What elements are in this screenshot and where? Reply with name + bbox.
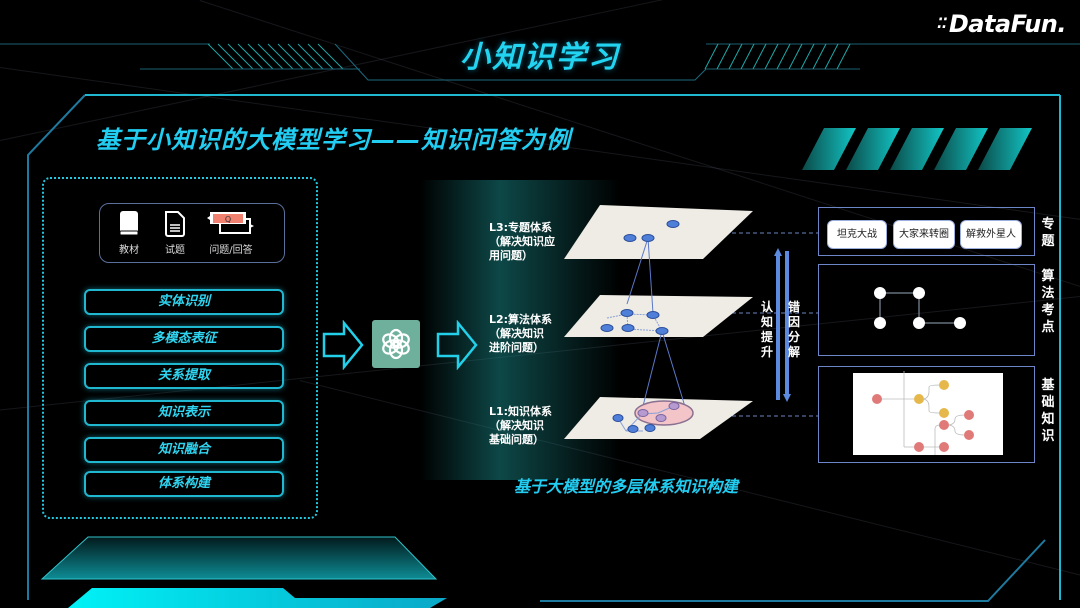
knowledge-tree-thumbnail bbox=[847, 371, 1005, 457]
diagram-caption: 基于大模型的多层体系知识构建 bbox=[514, 477, 739, 496]
qa-icon: Q bbox=[207, 212, 254, 234]
source-label: 教材 bbox=[119, 245, 139, 256]
topic-tag: 解救外星人 bbox=[961, 221, 1021, 248]
algorithm-graph bbox=[874, 287, 966, 329]
logo-dots-icon: ⁚⁚ bbox=[937, 16, 947, 32]
layer-label-l3: L3:专题体系（解决知识应用问题） bbox=[489, 221, 555, 262]
slide-title: 小知识学习 bbox=[460, 40, 620, 75]
step-knowledge-fusion: 知识融合 bbox=[84, 437, 284, 463]
source-item-exam: 试题 bbox=[150, 210, 200, 256]
arrow-right-icon bbox=[322, 320, 364, 370]
algorithms-box bbox=[818, 264, 1035, 356]
document-icon bbox=[165, 211, 185, 237]
topic-tag: 大家来转圈 bbox=[894, 221, 954, 248]
bottom-plate-decoration bbox=[40, 536, 447, 608]
sources-box: 教材 试题 Q 问题/回答 bbox=[99, 203, 285, 263]
step-knowledge-representation: 知识表示 bbox=[84, 400, 284, 426]
source-label: 问题/回答 bbox=[209, 245, 253, 256]
datafun-logo: ⁚⁚DataFun. bbox=[937, 10, 1066, 38]
error-decomposition-label: 错因分解 bbox=[787, 300, 800, 359]
step-multimodal-representation: 多模态表征 bbox=[84, 326, 284, 352]
stripe-decoration bbox=[802, 128, 1032, 170]
topics-label: 专题 bbox=[1041, 217, 1055, 249]
source-label: 试题 bbox=[165, 245, 185, 256]
layer-label-l1: L1:知识体系（解决知识基础问题） bbox=[489, 405, 553, 446]
step-entity-recognition: 实体识别 bbox=[84, 289, 284, 315]
slide-subtitle: 基于小知识的大模型学习——知识问答为例 bbox=[96, 126, 571, 154]
vertical-arrows bbox=[774, 248, 791, 402]
cognitive-upgrade-label: 认知提升 bbox=[760, 300, 773, 359]
plane-l3 bbox=[564, 205, 753, 259]
arrow-up-icon bbox=[774, 248, 782, 256]
svg-text:Q: Q bbox=[225, 215, 231, 224]
arrow-down-icon bbox=[783, 394, 791, 402]
book-icon bbox=[119, 211, 139, 236]
chatgpt-logo-icon bbox=[372, 320, 420, 368]
topics-box: 坦克大战 大家来转圈 解救外星人 bbox=[818, 207, 1035, 256]
step-relation-extraction: 关系提取 bbox=[84, 363, 284, 389]
source-item-textbook: 教材 bbox=[104, 210, 154, 256]
source-item-qa: Q 问题/回答 bbox=[200, 210, 262, 256]
algorithms-label: 算法考点 bbox=[1041, 269, 1055, 335]
step-system-construction: 体系构建 bbox=[84, 471, 284, 497]
logo-text: DataFun. bbox=[948, 10, 1067, 38]
topic-tag: 坦克大战 bbox=[828, 221, 886, 248]
basics-label: 基础知识 bbox=[1041, 378, 1055, 444]
layer-label-l2: L2:算法体系（解决知识进阶问题） bbox=[489, 313, 553, 354]
basics-box bbox=[818, 366, 1035, 463]
arrow-right-icon bbox=[436, 320, 478, 370]
layered-knowledge-diagram bbox=[564, 205, 753, 439]
pipeline-panel bbox=[42, 177, 318, 519]
